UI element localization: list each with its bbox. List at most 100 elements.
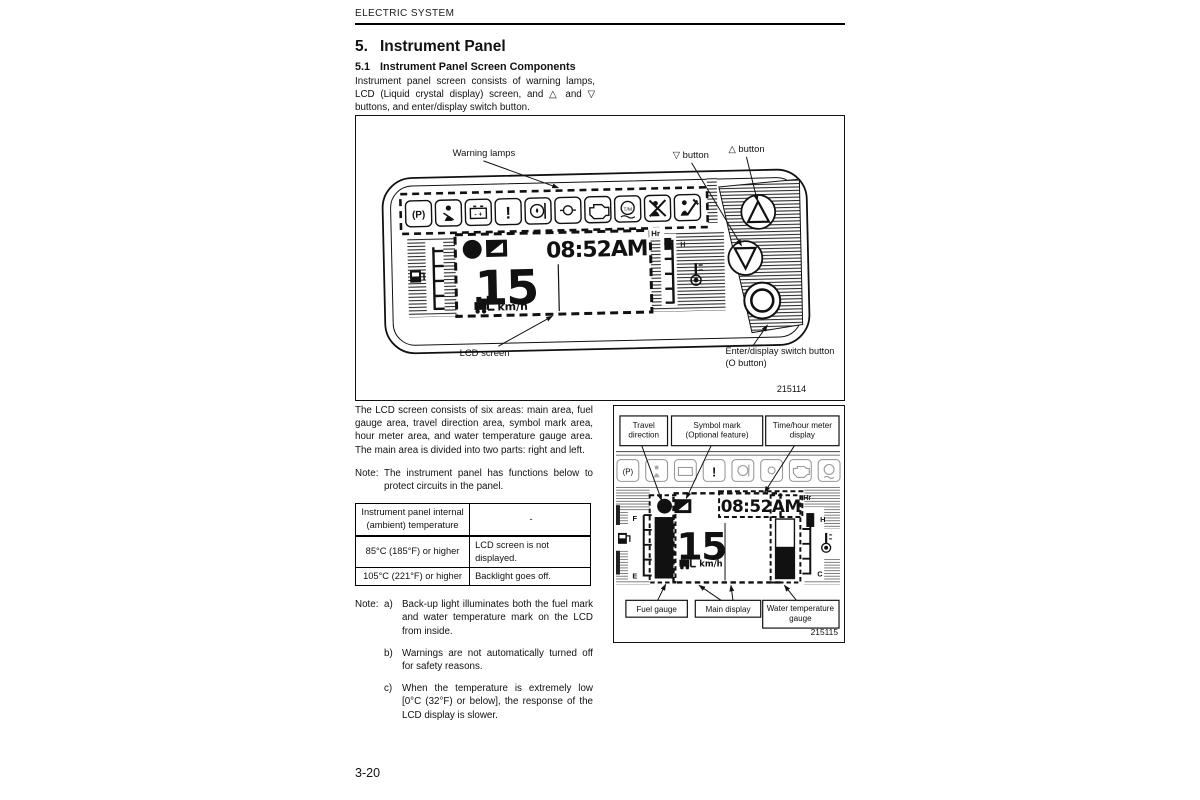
engine-icon [584, 195, 612, 224]
master-warning-icon: ! [494, 197, 523, 226]
temp-h-mark: H [680, 241, 685, 248]
callout-travel-line2: direction [628, 431, 659, 440]
side-stripe-block [706, 177, 718, 224]
up-button-label: △ button [728, 144, 764, 155]
parking-brake-icon-faded: (P) [616, 459, 640, 482]
water-temp-scale [664, 239, 675, 304]
svg-text:!: ! [712, 464, 716, 479]
operator-restraint-icon [643, 194, 672, 223]
callout-travel-line1: Travel [633, 421, 655, 430]
warning-lamp-row-faded: (P) ! [616, 459, 841, 482]
table-header-effect: - [469, 503, 591, 537]
figure-lcd-areas: (P) ! F E [613, 405, 845, 643]
master-warning-icon-faded: ! [702, 459, 726, 482]
main-area-divider [557, 264, 560, 312]
note-c-text: When the temperature is extremely low [0… [402, 683, 593, 721]
svg-text:gauge: gauge [789, 614, 812, 623]
engine-icon-faded [788, 459, 812, 482]
callout-time-line1: Time/hour meter [773, 421, 832, 430]
clock-display: 08:52AM [546, 236, 648, 263]
note-a-key: a) [384, 599, 393, 611]
travel-direction-value: N [467, 243, 477, 257]
temp-cold-mark: C [817, 570, 823, 579]
table-row: 105°C (221°F) or higher Backlight goes o… [354, 567, 591, 587]
note-c-key: c) [384, 683, 393, 695]
table-row: 85°C (185°F) or higher LCD screen is not… [354, 535, 591, 569]
transmission-temperature-icon: T/M [613, 195, 642, 223]
callout-water-line2: gauge [789, 614, 812, 623]
thermometer-icon [690, 263, 703, 286]
travel-direction-value: N [661, 502, 669, 513]
svg-text:(P): (P) [412, 210, 425, 221]
note-b-key: b) [384, 647, 393, 659]
left-scale-backing [627, 511, 652, 581]
callout-water-line1: Water temperature [767, 604, 835, 613]
forklift-icon [679, 554, 696, 570]
notes-list: Note: a) Back-up light illuminates both … [355, 598, 593, 722]
coolant-level-icon [554, 196, 582, 225]
intro-paragraph: Instrument panel screen consists of warn… [355, 76, 595, 114]
section-number: 5. [355, 38, 368, 55]
note-a-text: Back-up light illuminates both the fuel … [402, 599, 593, 637]
svg-text:Water temperature: Water temperature [767, 604, 835, 613]
fuel-level-bar [654, 517, 674, 579]
callout-symbol-mark: Symbol mark (Optional feature) [670, 415, 764, 447]
temp-hot-mark: H [820, 515, 825, 524]
note-label: Note: [355, 467, 379, 479]
svg-text:Symbol mark: Symbol mark [693, 421, 741, 430]
lcd-areas-paragraph: The LCD screen consists of six areas: ma… [355, 405, 593, 456]
enter-button-label-line2: (O button) [725, 358, 766, 368]
section-heading: 5.Instrument Panel [355, 38, 506, 56]
svg-text:(P): (P) [623, 467, 634, 476]
figure-instrument-panel: (P) - + [355, 115, 845, 401]
hr-label-patch [649, 227, 665, 239]
lcd-screen-label: LCD screen [460, 348, 510, 359]
symbol-mark-icon [485, 239, 508, 257]
forklift-icon [474, 295, 495, 314]
svg-text:direction: direction [628, 431, 659, 440]
callout-water-temp: Water temperature gauge [762, 599, 840, 629]
seatbelt-icon [434, 199, 463, 227]
table-cell-effect-105: Backlight goes off. [469, 567, 591, 587]
callout-fuel-line1: Fuel gauge [636, 605, 677, 614]
body-text-column: The LCD screen consists of six areas: ma… [354, 404, 593, 722]
svg-text:T/M: T/M [623, 207, 632, 213]
figure2-number: 215115 [811, 627, 839, 637]
engine-oil-icon [524, 197, 552, 225]
hour-unit-label: Hr [803, 495, 811, 502]
thermometer-icon [820, 532, 833, 553]
down-button-label: ▽ button [673, 150, 709, 161]
fuel-gauge-scale [642, 514, 652, 577]
header-rule [355, 23, 845, 25]
note-paragraph: Note: The instrument panel has functions… [355, 467, 593, 493]
page-number: 3-20 [355, 766, 381, 780]
up-triangle-icon [746, 199, 771, 224]
lcd-areas-drawing: (P) ! F E [615, 415, 841, 637]
svg-text:Main display: Main display [705, 605, 751, 614]
callout-time-line2: display [790, 431, 816, 440]
warning-lamps-label: Warning lamps [453, 148, 516, 159]
callout-fuel-gauge: Fuel gauge [625, 599, 688, 618]
page-header: ELECTRIC SYSTEM [355, 8, 845, 25]
figure1-number: 215114 [777, 384, 806, 394]
table-cell-effect-85: LCD screen is not displayed. [469, 535, 591, 569]
speed-unit-label: km/h [497, 300, 528, 314]
callout-main-display: Main display [694, 599, 762, 618]
maintenance-icon [673, 193, 702, 222]
fuel-empty-mark: E [632, 572, 637, 581]
subsection-number: 5.1 [355, 61, 371, 73]
parking-brake-icon: (P) [404, 199, 433, 228]
table-cell-temp-105: 105°C (221°F) or higher [354, 567, 471, 587]
speed-unit-label: km/h [699, 559, 722, 569]
notes-label: Note: [355, 599, 379, 611]
seatbelt-icon-faded [645, 459, 669, 482]
enter-button-ring [750, 288, 775, 313]
callout-travel-direction: Travel direction [619, 415, 669, 447]
chapter-title: ELECTRIC SYSTEM [355, 8, 455, 19]
subsection-name: Instrument Panel Screen Components [380, 61, 576, 73]
warning-lamps-strip [398, 185, 710, 236]
hour-unit-label: Hr [651, 229, 660, 238]
callout-leader-lines [483, 156, 768, 347]
transmission-temperature-icon-faded [817, 459, 841, 482]
